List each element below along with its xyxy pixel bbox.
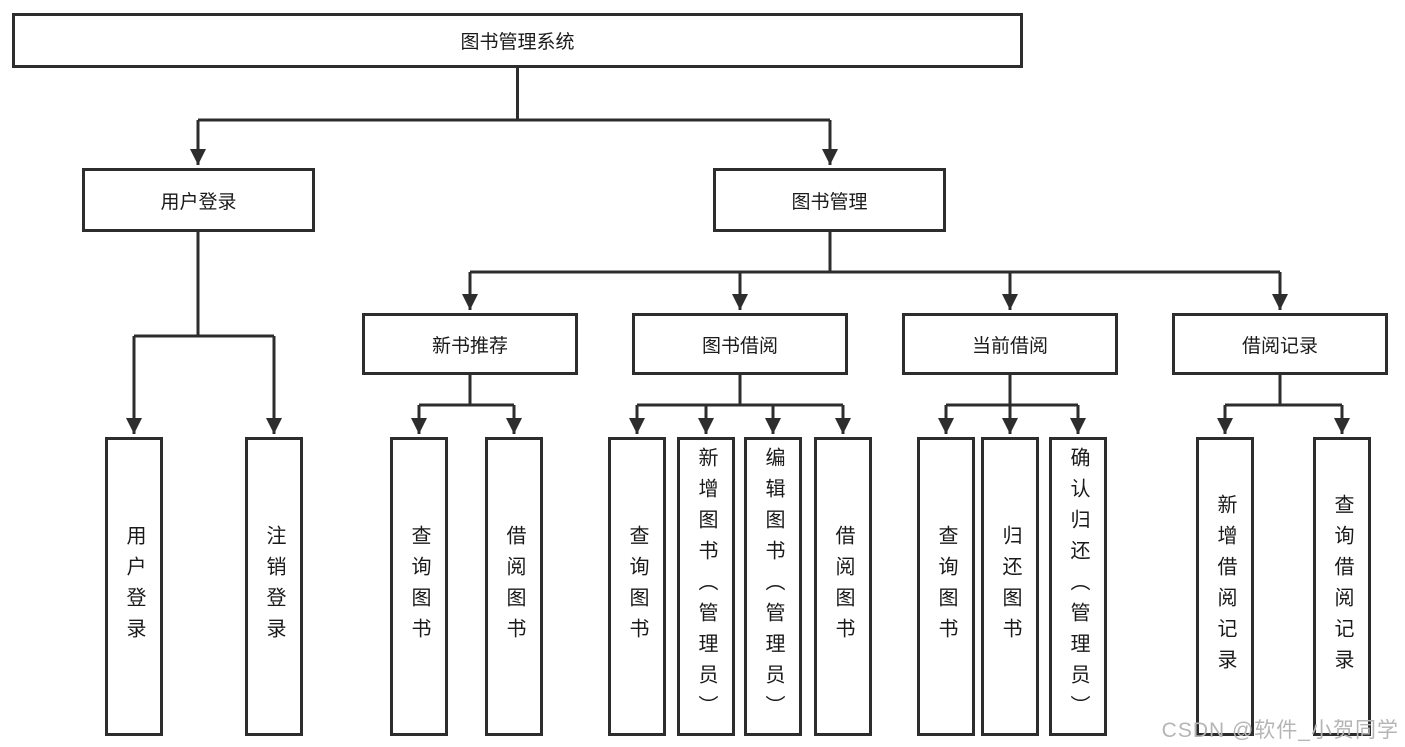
leaf-label: 新增借阅记录 — [1214, 493, 1236, 680]
leaf-user-login: 用户登录 — [105, 437, 163, 736]
leaf-query-books-3: 查询图书 — [917, 437, 975, 736]
node-user-login: 用户登录 — [82, 168, 315, 232]
leaf-logout: 注销登录 — [245, 437, 303, 736]
node-root: 图书管理系统 — [12, 13, 1023, 68]
leaf-label: 用户登录 — [123, 524, 145, 649]
leaf-query-books-1: 查询图书 — [390, 437, 448, 736]
leaf-query-borrow-record: 查询借阅记录 — [1313, 437, 1371, 736]
leaf-label: 归还图书 — [999, 524, 1021, 649]
watermark: CSDN @软件_小贺同学 — [1161, 719, 1399, 742]
node-current-borrow: 当前借阅 — [902, 313, 1118, 375]
leaf-edit-books-admin: 编辑图书（管理员） — [744, 437, 802, 736]
leaf-label: 查询图书 — [408, 524, 430, 649]
leaf-label: 借阅图书 — [503, 524, 525, 649]
leaf-borrow-books-1: 借阅图书 — [485, 437, 543, 736]
leaf-confirm-return-admin: 确认归还（管理员） — [1049, 437, 1107, 736]
node-book-management-label: 图书管理 — [791, 191, 868, 213]
node-new-book-recommend: 新书推荐 — [362, 313, 578, 375]
node-borrow-records-label: 借阅记录 — [1241, 335, 1318, 357]
node-book-borrow-label: 图书借阅 — [701, 335, 778, 357]
leaf-label: 借阅图书 — [832, 524, 854, 649]
leaf-borrow-books-2: 借阅图书 — [814, 437, 872, 736]
node-current-borrow-label: 当前借阅 — [971, 335, 1048, 357]
node-user-login-label: 用户登录 — [160, 191, 237, 213]
leaf-label: 新增图书（管理员） — [695, 447, 717, 726]
leaf-label: 查询图书 — [935, 524, 957, 649]
leaf-label: 注销登录 — [263, 524, 285, 649]
node-book-management: 图书管理 — [713, 168, 946, 232]
leaf-add-borrow-record: 新增借阅记录 — [1196, 437, 1254, 736]
node-root-label: 图书管理系统 — [460, 32, 575, 53]
node-new-book-recommend-label: 新书推荐 — [431, 335, 508, 357]
leaf-return-books: 归还图书 — [981, 437, 1039, 736]
leaf-label: 查询借阅记录 — [1331, 493, 1353, 680]
node-borrow-records: 借阅记录 — [1172, 313, 1388, 375]
leaf-label: 查询图书 — [626, 524, 648, 649]
leaf-add-books-admin: 新增图书（管理员） — [677, 437, 735, 736]
leaf-query-books-2: 查询图书 — [608, 437, 666, 736]
node-book-borrow: 图书借阅 — [632, 313, 848, 375]
leaf-label: 编辑图书（管理员） — [762, 447, 784, 726]
leaf-label: 确认归还（管理员） — [1067, 447, 1089, 726]
